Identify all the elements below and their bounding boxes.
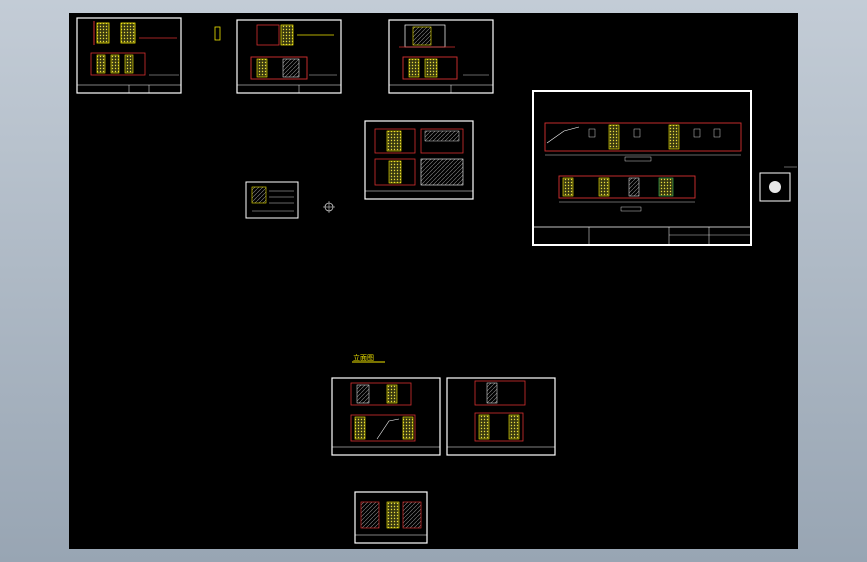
symbol-marker[interactable]	[214, 26, 221, 41]
drawing-sheet-5[interactable]	[331, 377, 441, 456]
ucs-origin-icon	[323, 201, 335, 213]
drawing-sheet-main[interactable]	[532, 90, 752, 246]
drawing-sheet-2[interactable]	[236, 19, 342, 94]
drawing-sheet-4[interactable]	[364, 120, 474, 200]
section-label: 立面图	[352, 353, 385, 363]
drawing-sheet-6[interactable]	[446, 377, 556, 456]
drawing-svg: 立面图	[76, 17, 797, 544]
cad-drawing-canvas[interactable]: 立面图	[69, 13, 798, 549]
sheet-annotation-text: 立面图	[353, 353, 374, 362]
detail-callout[interactable]	[759, 166, 797, 202]
drawing-sheet-1[interactable]	[76, 17, 182, 94]
drawing-sheet-3[interactable]	[388, 19, 494, 94]
drawing-sheet-detail[interactable]	[245, 181, 299, 219]
drawing-sheet-7[interactable]	[354, 491, 428, 544]
